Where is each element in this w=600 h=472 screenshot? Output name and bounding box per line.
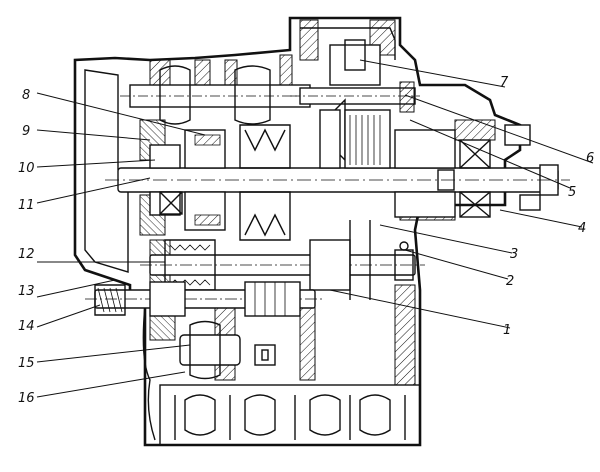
label-2: 2 [506, 274, 514, 289]
label-3: 3 [510, 247, 518, 262]
bearing-right-lower [459, 191, 491, 218]
label-6: 6 [586, 151, 594, 166]
label-15: 15 [18, 356, 35, 371]
upper-countershaft [120, 65, 320, 125]
callout-labels: 1 2 3 4 5 6 7 8 9 10 11 12 13 14 15 16 [18, 75, 594, 406]
label-16: 16 [18, 391, 35, 406]
label-14: 14 [18, 319, 35, 334]
label-10: 10 [18, 161, 35, 176]
label-7: 7 [500, 75, 509, 90]
top-shaft [290, 39, 420, 162]
intermediate-shaft [140, 220, 425, 300]
label-1: 1 [503, 323, 511, 338]
bottom-small-shaft [179, 320, 276, 380]
leader-lines [36, 59, 594, 398]
lower-input-shaft [85, 281, 325, 317]
label-11: 11 [18, 198, 35, 213]
main-shaft [105, 109, 570, 241]
label-5: 5 [568, 185, 576, 200]
label-12: 12 [18, 247, 35, 262]
label-9: 9 [22, 124, 30, 139]
label-13: 13 [18, 284, 35, 299]
label-4: 4 [578, 221, 586, 236]
bearing-left-lower [159, 191, 183, 215]
bearing-right-upper [459, 139, 491, 169]
label-8: 8 [22, 88, 30, 103]
